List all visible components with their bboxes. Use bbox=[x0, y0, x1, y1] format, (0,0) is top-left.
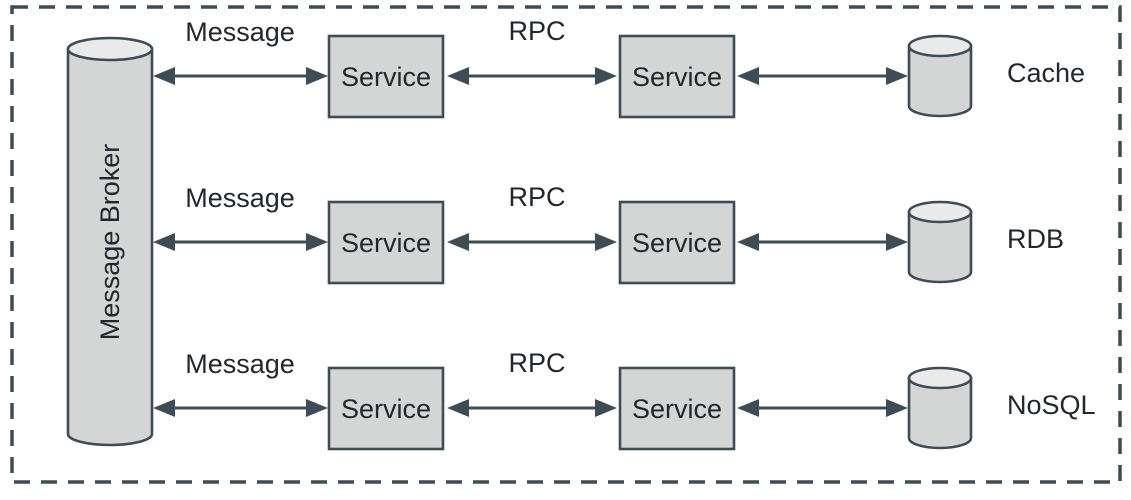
service-box-left bbox=[327, 34, 445, 119]
arrowhead-right-icon bbox=[595, 233, 617, 251]
rdb-cylinder-top bbox=[907, 200, 973, 224]
arrowhead-right-icon bbox=[306, 67, 328, 85]
arrowhead-left-icon bbox=[153, 67, 175, 85]
arrowhead-right-icon bbox=[595, 399, 617, 417]
diagram-dashed-border bbox=[10, 5, 1122, 484]
message-label: Message bbox=[185, 183, 295, 213]
arrowhead-right-icon bbox=[886, 233, 908, 251]
rpc-label: RPC bbox=[508, 348, 565, 378]
datastore-label: RDB bbox=[1007, 224, 1064, 254]
service-box-right bbox=[618, 366, 736, 451]
service-label: Service bbox=[632, 62, 722, 92]
datastore-label: Cache bbox=[1007, 58, 1085, 88]
arrowhead-right-icon bbox=[886, 67, 908, 85]
arrowhead-left-icon bbox=[737, 399, 759, 417]
row-cache: Message Service RPC Service Cache bbox=[153, 16, 1085, 119]
service-label: Service bbox=[632, 228, 722, 258]
service-box-right bbox=[618, 34, 736, 119]
nosql-cylinder-body bbox=[907, 376, 973, 450]
arrowhead-left-icon bbox=[737, 67, 759, 85]
arrowhead-left-icon bbox=[153, 399, 175, 417]
arrowhead-right-icon bbox=[595, 67, 617, 85]
nosql-cylinder-top bbox=[907, 366, 973, 390]
arrowhead-left-icon bbox=[447, 233, 469, 251]
service-box-left bbox=[327, 200, 445, 285]
datastore-label: NoSQL bbox=[1007, 390, 1096, 420]
message-label: Message bbox=[185, 17, 295, 47]
rdb-cylinder-body bbox=[907, 210, 973, 284]
service-box-left bbox=[327, 366, 445, 451]
service-label: Service bbox=[632, 394, 722, 424]
service-label: Service bbox=[341, 394, 431, 424]
rpc-label: RPC bbox=[508, 16, 565, 46]
service-label: Service bbox=[341, 228, 431, 258]
cache-cylinder-body bbox=[907, 44, 973, 118]
message-label: Message bbox=[185, 349, 295, 379]
service-box-right bbox=[618, 200, 736, 285]
cache-cylinder-top bbox=[907, 34, 973, 58]
arrowhead-right-icon bbox=[306, 233, 328, 251]
message-broker-top bbox=[66, 36, 154, 62]
rpc-label: RPC bbox=[508, 182, 565, 212]
message-broker-cylinder: Message Broker bbox=[66, 36, 154, 447]
message-broker-body bbox=[66, 47, 154, 447]
arrowhead-right-icon bbox=[886, 399, 908, 417]
arrowhead-left-icon bbox=[737, 233, 759, 251]
service-label: Service bbox=[341, 62, 431, 92]
arrowhead-left-icon bbox=[447, 67, 469, 85]
cache-cylinder bbox=[907, 34, 973, 118]
arrowhead-left-icon bbox=[447, 399, 469, 417]
rdb-cylinder bbox=[907, 200, 973, 284]
row-rdb: Message Service RPC Service RDB bbox=[153, 182, 1064, 285]
nosql-cylinder bbox=[907, 366, 973, 450]
message-broker-label: Message Broker bbox=[95, 144, 125, 341]
row-nosql: Message Service RPC Service NoSQL bbox=[153, 348, 1096, 451]
arrowhead-left-icon bbox=[153, 233, 175, 251]
arrowhead-right-icon bbox=[306, 399, 328, 417]
